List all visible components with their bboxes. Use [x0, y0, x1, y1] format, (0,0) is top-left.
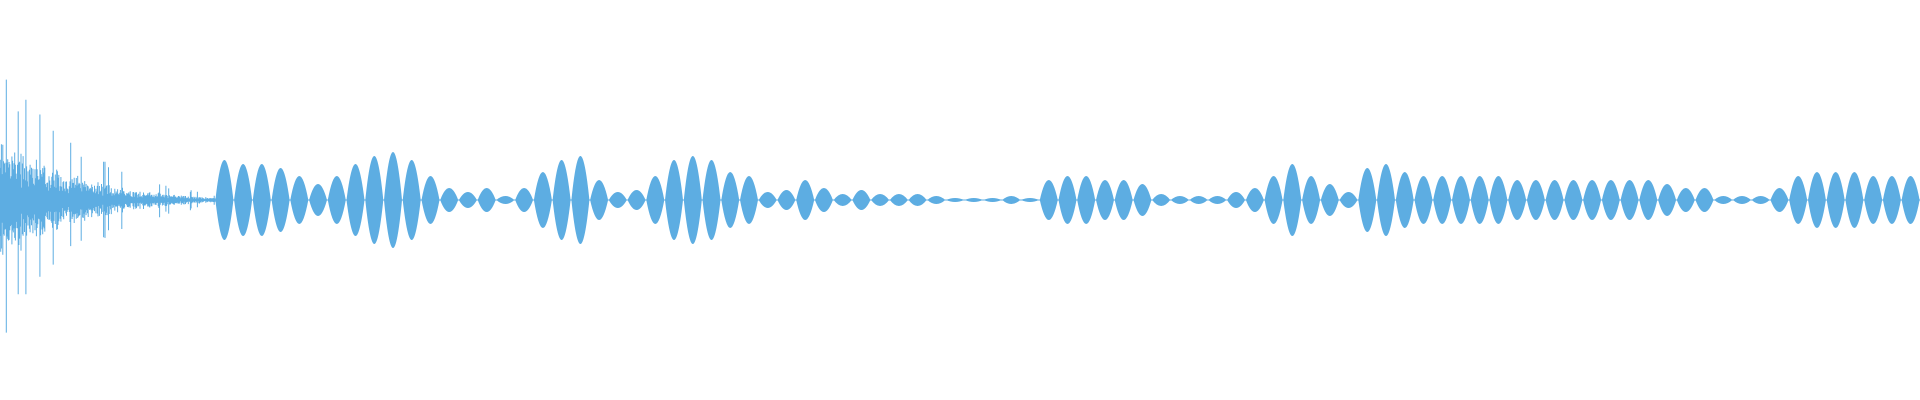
waveform-lobe [1114, 180, 1133, 220]
waveform-lobe [309, 184, 327, 216]
waveform-lobe [1714, 196, 1733, 204]
waveform-lobe [1208, 196, 1227, 204]
waveform-lobe [871, 194, 890, 206]
waveform-lobe [533, 172, 552, 228]
waveform-envelope-group [215, 152, 1920, 248]
waveform-lobe [814, 188, 833, 212]
waveform-lobe [234, 164, 253, 236]
waveform-lobe [1414, 176, 1433, 224]
waveform-lobe [1302, 176, 1321, 224]
waveform-lobe [1358, 168, 1377, 232]
waveform-lobe [702, 160, 721, 240]
waveform-lobe [740, 176, 758, 224]
waveform-lobe [327, 176, 346, 224]
waveform-lobe [1489, 176, 1508, 224]
waveform-lobe [796, 180, 815, 220]
waveform-lobe [1152, 194, 1171, 206]
waveform-lobe [983, 198, 1002, 202]
waveform-lobe [608, 192, 627, 208]
waveform-lobe [1377, 164, 1395, 236]
waveform-lobe [215, 160, 234, 240]
waveform-lobe [477, 188, 496, 212]
waveform-lobe [271, 168, 290, 232]
waveform-lobe [590, 180, 609, 220]
waveform-lobe [627, 190, 646, 210]
waveform-lobe [402, 160, 421, 240]
waveform-lobe [1601, 180, 1620, 220]
waveform-lobe [1039, 180, 1058, 220]
waveform-lobe [908, 194, 927, 206]
waveform-lobe [833, 194, 852, 206]
waveform-lobe [571, 156, 590, 244]
waveform-lobe [1882, 176, 1901, 224]
waveform-lobe [1133, 184, 1152, 216]
waveform-lobe [1733, 196, 1751, 204]
waveform-lobe [1676, 188, 1695, 212]
waveform-lobe [1227, 192, 1246, 208]
waveform-lobe [1864, 176, 1883, 224]
waveform-lobe [1021, 198, 1039, 202]
waveform-lobe [758, 192, 777, 208]
waveform-lobe [777, 190, 796, 210]
waveform-lobe [964, 198, 983, 202]
waveform-lobe [1096, 180, 1114, 220]
waveform-lobe [1526, 180, 1545, 220]
waveform-lobe [1658, 184, 1677, 216]
waveform-lobe [927, 196, 946, 204]
waveform-lobe [1339, 192, 1358, 208]
waveform-lobe [1826, 172, 1845, 228]
waveform-lobe [552, 160, 571, 240]
waveform-lobe [1245, 188, 1264, 212]
waveform-lobe [1583, 180, 1602, 220]
waveform-lobe [1545, 180, 1564, 220]
waveform-lobe [852, 190, 871, 210]
waveform-lobe [665, 160, 683, 240]
waveform-lobe [515, 188, 534, 212]
waveform-lobe [889, 194, 908, 206]
waveform-lobe [290, 176, 309, 224]
waveform-lobe [1901, 176, 1920, 224]
waveform-lobe [1639, 180, 1658, 220]
waveform-lobe [1264, 176, 1283, 224]
waveform-lobe [1395, 172, 1414, 228]
waveform-lobe [683, 156, 702, 244]
waveform-lobe [1770, 188, 1789, 212]
waveform-lobe [1789, 176, 1808, 224]
waveform-lobe [721, 172, 740, 228]
waveform-lobe [1808, 172, 1826, 228]
waveform-lobe [1470, 176, 1489, 224]
waveform-lobe [1751, 196, 1770, 204]
waveform-lobe [1189, 196, 1208, 204]
waveform-lobe [365, 156, 384, 244]
waveform-lobe [440, 188, 459, 212]
waveform-lobe [1564, 180, 1583, 220]
waveform-lobe [1452, 176, 1470, 224]
waveform-lobe [1433, 176, 1452, 224]
waveform-lobe [496, 196, 515, 204]
waveform-lobe [384, 152, 402, 248]
waveform-lobe [421, 176, 440, 224]
waveform-lobe [1002, 196, 1021, 204]
waveform-lobe [1695, 188, 1714, 212]
waveform-lobe [946, 198, 965, 202]
waveform-lobe [1845, 172, 1864, 228]
waveform-attack-transient [0, 79, 216, 333]
waveform-lobe [1320, 184, 1339, 216]
waveform-lobe [1620, 180, 1639, 220]
waveform-lobe [1077, 176, 1096, 224]
waveform-lobe [346, 164, 365, 236]
waveform-lobe [252, 164, 271, 236]
waveform-lobe [1058, 176, 1077, 224]
waveform-lobe [1283, 164, 1302, 236]
waveform-lobe [1508, 180, 1527, 220]
waveform-lobe [458, 192, 477, 208]
waveform-lobe [1170, 196, 1189, 204]
waveform-lobe [646, 176, 665, 224]
